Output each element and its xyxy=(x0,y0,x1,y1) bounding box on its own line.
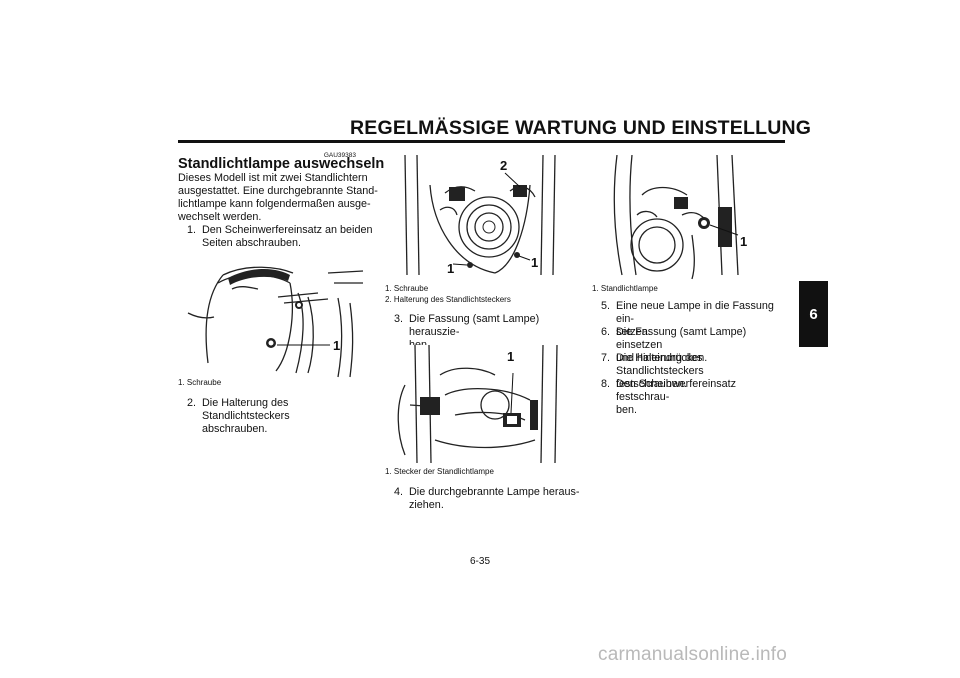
step-number: 4. xyxy=(394,486,404,498)
step-number: 5. xyxy=(601,300,611,312)
intro-line: wechselt werden. xyxy=(178,211,262,223)
step-4: 4. Die durchgebrannte Lampe heraus- zieh… xyxy=(394,486,584,512)
intro-line: lichtlampe kann folgendermaßen ausge- xyxy=(178,198,371,210)
step-text: Die Halterung des Standlichtsteckers abs… xyxy=(202,397,377,436)
chapter-tab: 6 xyxy=(799,281,828,347)
step-number: 3. xyxy=(394,313,404,325)
step-line: Die Fassung (samt Lampe) herauszie- xyxy=(409,313,540,338)
step-line: abschrauben. xyxy=(202,423,268,435)
step-line: Die durchgebrannte Lampe heraus- xyxy=(409,486,580,498)
step-line: Die Halterung des Standlichtsteckers xyxy=(202,397,290,422)
step-line: Den Scheinwerfereinsatz an beiden xyxy=(202,224,373,236)
figure-4-callout-1: 1 xyxy=(740,234,747,249)
step-text: Den Scheinwerfereinsatz festschrau- ben. xyxy=(616,378,791,417)
step-7: 7. Die Halterung des Standlichtsteckers … xyxy=(601,352,791,390)
intro-line: ausgestattet. Eine durchgebrannte Stand- xyxy=(178,185,378,197)
figure-4-caption: 1. Standlichtlampe xyxy=(592,284,658,293)
figure-2-callout-1b: 1 xyxy=(531,255,538,270)
figure-2-image: 2 1 1 xyxy=(385,154,575,282)
figure-3-image: 1 xyxy=(385,344,575,465)
step-text: Den Scheinwerfereinsatz an beiden Seiten… xyxy=(202,224,372,250)
step-line: Die Fassung (samt Lampe) einsetzen xyxy=(616,326,747,351)
step-text: Die Halterung des Standlichtsteckers fes… xyxy=(616,352,791,391)
page-header-title: REGELMÄSSIGE WARTUNG UND EINSTELLUNG xyxy=(350,117,812,139)
step-number: 1. xyxy=(187,224,197,236)
step-line: Den Scheinwerfereinsatz festschrau- xyxy=(616,378,737,403)
section-heading: Standlichtlampe auswechseln xyxy=(178,156,385,172)
step-text: Die Fassung (samt Lampe) einsetzen und h… xyxy=(616,326,791,365)
step-line: ziehen. xyxy=(409,499,444,511)
step-line: ben. xyxy=(616,404,638,416)
figure-4-image: 1 xyxy=(592,154,782,282)
step-line: setzen. xyxy=(616,326,651,338)
step-3: 3. Die Fassung (samt Lampe) herauszie- h… xyxy=(394,313,584,351)
step-1: 1. Den Scheinwerfereinsatz an beiden Sei… xyxy=(187,224,377,250)
figure-2-callout-2: 2 xyxy=(500,158,507,173)
step-line: festschrauben. xyxy=(616,378,687,390)
watermark-text: carmanualsonline.info xyxy=(598,644,788,665)
step-6: 6. Die Fassung (samt Lampe) einsetzen un… xyxy=(601,326,791,364)
intro-line: Dieses Modell ist mit zwei Standlichtern xyxy=(178,172,368,184)
header-rule xyxy=(178,140,785,143)
chapter-tab-number: 6 xyxy=(809,305,818,323)
step-2: 2. Die Halterung des Standlichtsteckers … xyxy=(187,397,377,435)
figure-3-callout-1: 1 xyxy=(507,349,514,364)
step-line: und hineindrücken. xyxy=(616,352,708,364)
page-number: 6-35 xyxy=(469,556,490,567)
step-8: 8. Den Scheinwerfereinsatz festschrau- b… xyxy=(601,378,791,416)
step-5: 5. Eine neue Lampe in die Fassung ein- s… xyxy=(601,300,791,338)
step-number: 2. xyxy=(187,397,197,409)
figure-2-caption-1: 1. Schraube xyxy=(385,284,429,293)
step-text: Die durchgebrannte Lampe heraus- ziehen. xyxy=(409,486,579,512)
step-text: Eine neue Lampe in die Fassung ein- setz… xyxy=(616,300,791,339)
step-line: Seiten abschrauben. xyxy=(202,237,302,249)
figure-1-caption: 1. Schraube xyxy=(178,378,222,387)
step-line: Die Halterung des Standlichtsteckers xyxy=(616,352,704,377)
step-line: Eine neue Lampe in die Fassung ein- xyxy=(616,300,774,325)
figure-2-callout-1a: 1 xyxy=(447,261,454,276)
figure-2-caption-2: 2. Halterung des Standlichtsteckers xyxy=(385,295,511,304)
figure-3-caption: 1. Stecker der Standlichtlampe xyxy=(385,467,494,476)
step-number: 7. xyxy=(601,352,611,364)
figure-1-callout-1: 1 xyxy=(333,338,340,353)
intro-paragraph: Dieses Modell ist mit zwei Standlichtern… xyxy=(178,172,378,224)
step-number: 6. xyxy=(601,326,611,338)
step-number: 8. xyxy=(601,378,611,390)
document-code: GAU39383 xyxy=(323,152,356,159)
figure-1-image: 1 xyxy=(178,253,368,379)
